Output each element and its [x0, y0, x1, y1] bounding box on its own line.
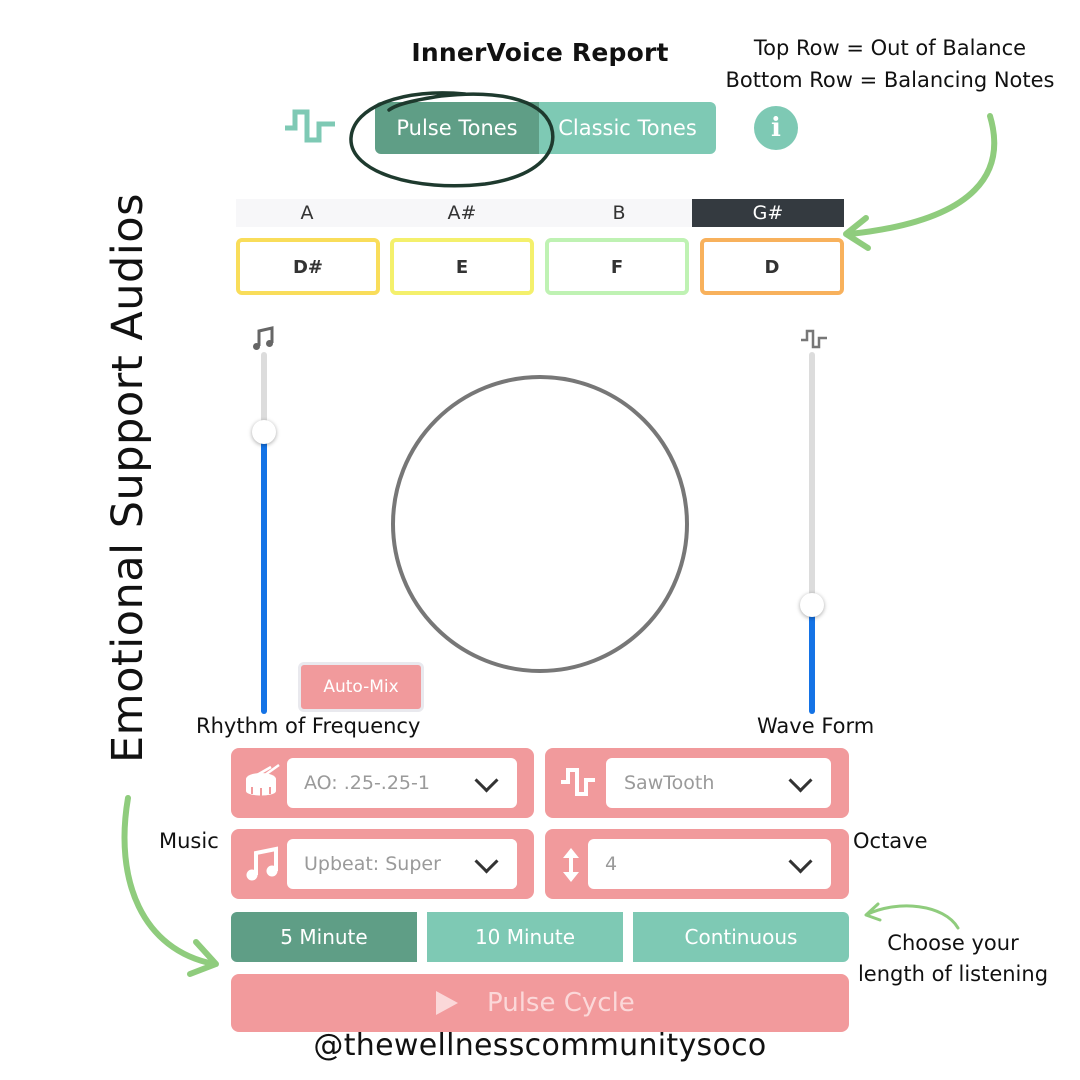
tab-pulse-tones[interactable]: Pulse Tones: [375, 102, 539, 154]
octave-label: Octave: [853, 829, 928, 853]
drum-icon: [246, 763, 280, 796]
duration-5-minute-button[interactable]: 5 Minute: [231, 912, 417, 962]
music-note-icon: [253, 326, 274, 350]
octave-select-value: 4: [605, 853, 618, 875]
legend-line-1: Top Row = Out of Balance: [753, 36, 1027, 60]
chevron-down-icon: [474, 768, 499, 793]
rhythm-card: AO: .25-.25-1: [231, 748, 534, 818]
wave-form-label: Wave Form: [757, 714, 875, 738]
duration-10-minute-button[interactable]: 10 Minute: [427, 912, 623, 962]
title-arrow-icon: [121, 795, 219, 977]
wave-slider-fill: [809, 605, 815, 714]
choose-length-annotation: Choose your length of listening: [848, 928, 1058, 990]
note-bottom-e[interactable]: E: [390, 238, 534, 295]
octave-card: 4: [545, 829, 849, 899]
rhythm-slider-fill: [261, 432, 267, 714]
note-top-a-sharp: A#: [378, 199, 546, 227]
pulse-cycle-button[interactable]: Pulse Cycle: [231, 974, 849, 1032]
pulse-wave-icon: [561, 768, 595, 796]
choose-line-1: Choose your: [887, 931, 1019, 955]
pulse-cycle-label: Pulse Cycle: [487, 988, 635, 1018]
visualizer-circle: [391, 375, 689, 673]
octave-select[interactable]: 4: [588, 839, 831, 889]
music-select-value: Upbeat: Super: [304, 853, 441, 875]
legend-annotation: Top Row = Out of Balance Bottom Row = Ba…: [700, 32, 1080, 96]
waveform-card: SawTooth: [545, 748, 849, 818]
pulse-wave-icon: [801, 329, 827, 349]
up-down-arrow-icon: [563, 848, 579, 882]
legend-line-2: Bottom Row = Balancing Notes: [725, 68, 1055, 92]
chevron-down-icon: [788, 768, 813, 793]
music-select[interactable]: Upbeat: Super: [287, 839, 517, 889]
page-title: InnerVoice Report: [411, 38, 669, 67]
play-icon: [436, 991, 458, 1015]
rhythm-slider-thumb[interactable]: [252, 420, 276, 444]
choose-arrow-icon: [864, 902, 960, 930]
legend-arrow-icon: [843, 113, 998, 251]
wave-slider[interactable]: [800, 352, 824, 714]
wave-slider-thumb[interactable]: [800, 593, 824, 617]
hand-drawn-circle-annotation: [349, 91, 555, 188]
chevron-down-icon: [788, 849, 813, 874]
music-card: Upbeat: Super: [231, 829, 534, 899]
pulse-wave-icon: [285, 109, 335, 143]
rhythm-select-value: AO: .25-.25-1: [304, 772, 430, 794]
music-label: Music: [159, 829, 219, 853]
vertical-title: Emotional Support Audios: [103, 193, 153, 763]
rhythm-select[interactable]: AO: .25-.25-1: [287, 758, 517, 808]
choose-line-2: length of listening: [857, 962, 1049, 986]
note-bottom-d-sharp[interactable]: D#: [236, 238, 380, 295]
tab-classic-tones[interactable]: Classic Tones: [539, 102, 716, 154]
note-top-g-sharp: G#: [692, 199, 844, 227]
auto-mix-button[interactable]: Auto-Mix: [298, 662, 424, 712]
note-bottom-d[interactable]: D: [700, 238, 844, 295]
footer-handle: @thewellnesscommunitysoco: [313, 1028, 767, 1063]
note-top-b: B: [546, 199, 692, 227]
note-bottom-f[interactable]: F: [545, 238, 689, 295]
note-top-a: A: [236, 199, 378, 227]
wave-slider-track: [809, 352, 815, 714]
rhythm-slider[interactable]: [252, 352, 276, 714]
waveform-select-value: SawTooth: [624, 772, 715, 794]
duration-continuous-button[interactable]: Continuous: [633, 912, 849, 962]
rhythm-label: Rhythm of Frequency: [196, 714, 421, 738]
info-icon[interactable]: i: [754, 106, 798, 150]
music-note-icon: [246, 846, 278, 881]
waveform-select[interactable]: SawTooth: [606, 758, 831, 808]
